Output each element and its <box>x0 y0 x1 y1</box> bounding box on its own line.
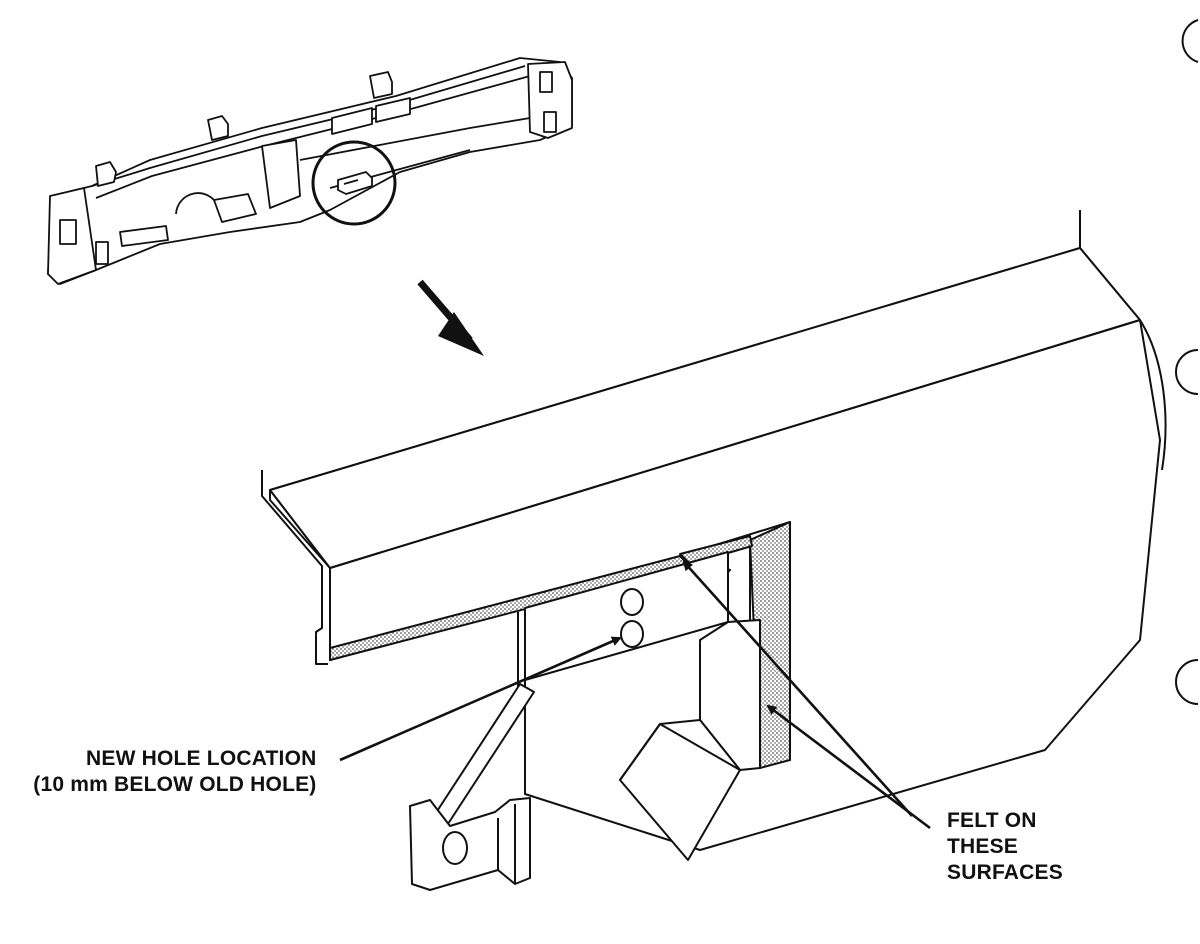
old-hole <box>620 588 644 616</box>
felt-callout-line3: SURFACES <box>947 861 1063 884</box>
felt-callout-line1: FELT ON <box>947 809 1037 832</box>
felt-callout-line2: THESE <box>947 835 1019 858</box>
felt-callout: FELT ON THESE SURFACES <box>947 808 1063 886</box>
felt-leader-side <box>766 704 931 830</box>
new-hole-callout: NEW HOLE LOCATION (10 mm BELOW OLD HOLE) <box>33 746 317 798</box>
instrument-panel-overview <box>47 57 573 285</box>
new-hole <box>620 620 644 648</box>
detail-circle-icon <box>311 140 397 226</box>
binder-hole-icon <box>1175 659 1199 705</box>
direction-arrow-icon <box>417 279 484 356</box>
binder-hole-icon <box>1175 349 1199 395</box>
new-hole-callout-line2: (10 mm BELOW OLD HOLE) <box>33 773 317 796</box>
binder-hole-icon <box>1181 19 1199 63</box>
binder-holes <box>1175 19 1199 705</box>
new-hole-callout-line1: NEW HOLE LOCATION <box>86 747 317 770</box>
panel-detail <box>261 210 1167 891</box>
felt-leader-top <box>682 560 913 817</box>
leader-lines <box>339 560 931 830</box>
new-hole-leader <box>339 636 622 762</box>
tab-hole <box>442 831 468 865</box>
